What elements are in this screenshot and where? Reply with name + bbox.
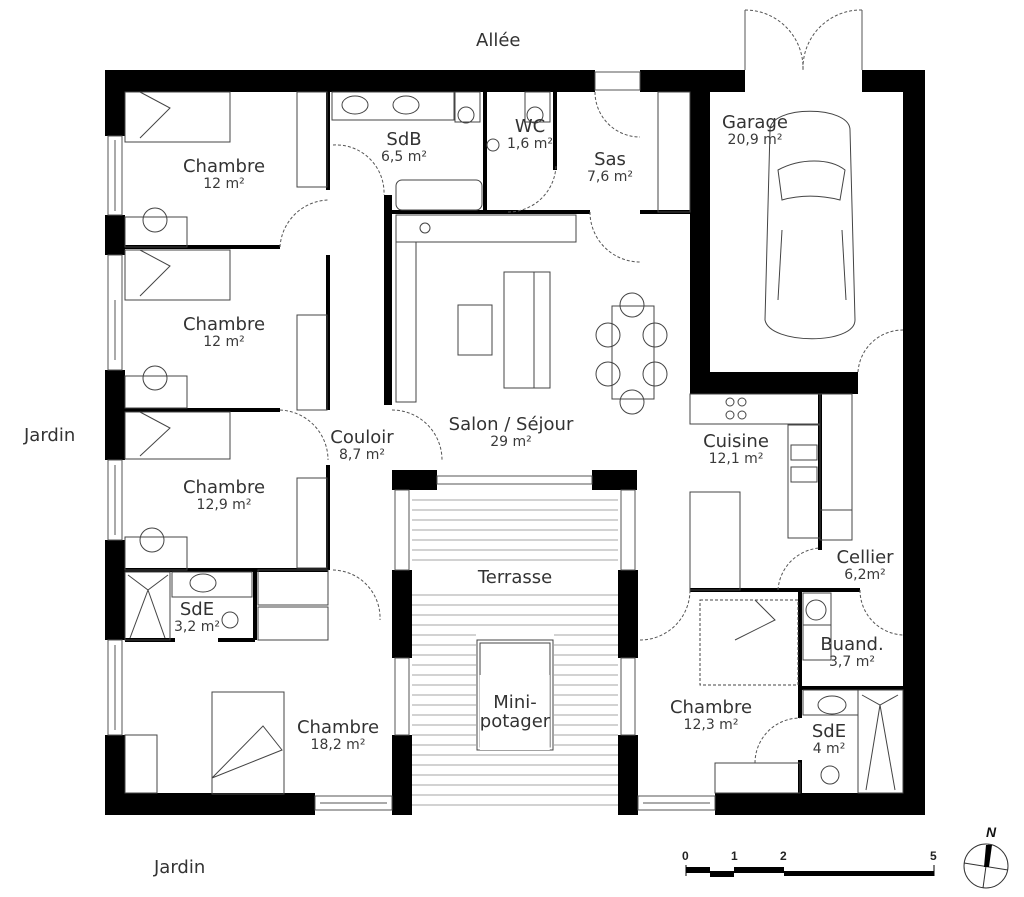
room-chambre-5: Chambre 12,3 m² [670, 698, 752, 733]
scale-tick-5: 5 [930, 849, 937, 863]
room-name: WC [514, 116, 546, 137]
windows [107, 71, 716, 811]
terrace-decking [412, 499, 618, 806]
scale-bar [685, 865, 935, 877]
room-area: 6,2m² [844, 566, 886, 583]
exterior-walls [105, 70, 925, 815]
room-couloir: Couloir 8,7 m² [330, 428, 393, 463]
room-area: 12,1 m² [708, 450, 764, 467]
room-chambre-3: Chambre 12,9 m² [183, 478, 265, 513]
room-area: 12,9 m² [196, 496, 252, 513]
room-area: 12,3 m² [683, 716, 739, 733]
room-area: 18,2 m² [310, 736, 366, 753]
room-name: Chambre [296, 717, 380, 738]
garage-door-frame [744, 10, 863, 70]
room-name: Chambre [182, 477, 266, 498]
room-name: Sas [594, 149, 626, 170]
room-area: 3,7 m² [829, 653, 875, 670]
room-name: Salon / Séjour [448, 414, 574, 435]
room-wc: WC 1,6 m² [507, 117, 553, 152]
label-jardin-bottom: Jardin [154, 857, 206, 878]
room-name: SdB [386, 129, 422, 150]
room-chambre-2: Chambre 12 m² [183, 315, 265, 350]
room-chambre-1: Chambre 12 m² [183, 157, 265, 192]
room-name: SdE [179, 599, 215, 620]
room-name: Buand. [820, 634, 884, 655]
room-garage: Garage 20,9 m² [722, 113, 788, 148]
room-area: 20,9 m² [727, 131, 783, 148]
room-name: Chambre [669, 697, 753, 718]
furniture [124, 91, 904, 795]
room-terrasse: Terrasse [478, 568, 552, 588]
room-name: Cuisine [703, 431, 769, 452]
room-potager: Mini- potager [479, 675, 551, 750]
room-name: SdE [811, 721, 847, 742]
scale-tick-2: 2 [780, 849, 787, 863]
north-label: N [986, 824, 997, 840]
room-name: Garage [722, 112, 788, 133]
room-area: 29 m² [490, 433, 532, 450]
room-area: 8,7 m² [339, 446, 385, 463]
room-salon: Salon / Séjour 29 m² [449, 415, 574, 450]
scale-tick-0: 0 [682, 849, 689, 863]
room-area: 12 m² [203, 175, 245, 192]
room-chambre-4: Chambre 18,2 m² [297, 718, 379, 753]
room-sdb: SdB 6,5 m² [381, 130, 427, 165]
scale-tick-1: 1 [731, 849, 738, 863]
room-cellier: Cellier 6,2m² [836, 548, 893, 583]
room-name: Chambre [182, 156, 266, 177]
room-name: Mini- potager [479, 691, 551, 733]
label-jardin-left: Jardin [24, 425, 76, 446]
north-arrow-icon [963, 843, 1009, 889]
room-sde-2: SdE 4 m² [812, 722, 846, 757]
room-name: Couloir [330, 427, 394, 448]
room-area: 12 m² [203, 333, 245, 350]
room-area: 1,6 m² [507, 135, 553, 152]
room-area: 6,5 m² [381, 148, 427, 165]
room-name: Cellier [836, 547, 894, 568]
room-name: Terrasse [477, 567, 553, 588]
room-area: 4 m² [812, 740, 846, 757]
room-cuisine: Cuisine 12,1 m² [703, 432, 769, 467]
label-allee: Allée [476, 30, 521, 51]
room-sde-1: SdE 3,2 m² [174, 600, 220, 635]
door-swings [279, 9, 904, 764]
room-buanderie: Buand. 3,7 m² [820, 635, 883, 670]
room-name: Chambre [182, 314, 266, 335]
room-sas: Sas 7,6 m² [587, 150, 633, 185]
room-area: 3,2 m² [174, 618, 220, 635]
room-area: 7,6 m² [587, 168, 633, 185]
